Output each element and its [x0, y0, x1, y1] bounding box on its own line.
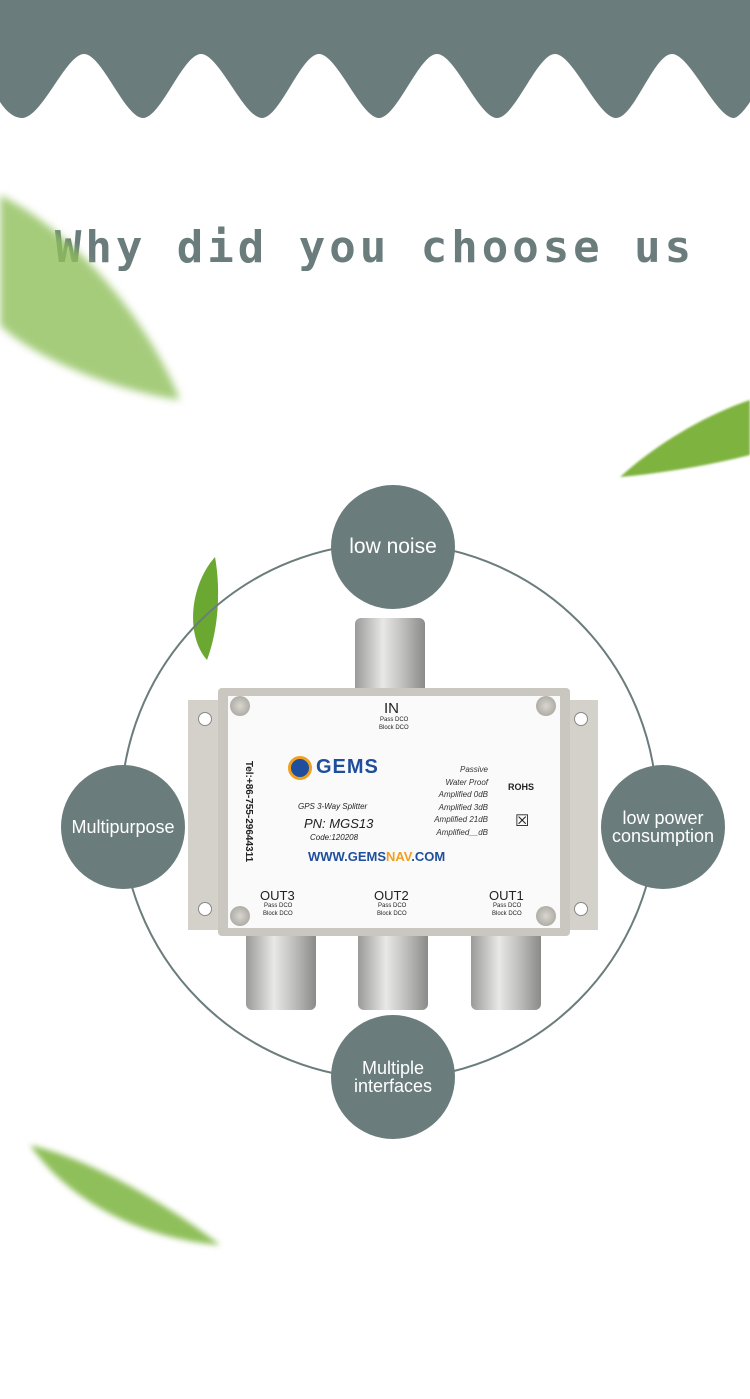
option: Passive [459, 765, 488, 774]
port-out1: OUT1 [489, 888, 524, 903]
tel: Tel:+86-755-29644311 [243, 760, 255, 863]
port-in: IN [384, 700, 399, 717]
product-image: IN Pass DCO Block DCO Tel:+86-755-296443… [188, 600, 598, 1020]
brand-logo-icon [288, 756, 312, 780]
port-note: Pass DCO [378, 903, 407, 909]
option: Amplified 21dB [434, 815, 488, 824]
port-note: Pass DCO [380, 717, 409, 723]
part-number: PN: MGS13 [304, 816, 374, 831]
screw-icon [230, 906, 250, 926]
brand: GEMS [316, 756, 379, 778]
url-part: NAV [386, 849, 412, 864]
page-title: Why did you choose us [54, 222, 696, 273]
model: GPS 3-Way Splitter [298, 802, 368, 811]
option: Amplified 3dB [438, 802, 488, 812]
screw-icon [230, 696, 250, 716]
port-out3: OUT3 [260, 888, 295, 903]
leaf-decoration [620, 400, 750, 477]
code: Code:120208 [310, 833, 359, 842]
url-part: .COM [411, 849, 446, 864]
port-note: Block DCO [492, 911, 522, 917]
port-note: Block DCO [263, 911, 293, 917]
wave-header [0, 0, 750, 118]
option: Water Proof [445, 777, 488, 787]
feature-multiple-interfaces: Multiple interfaces [331, 1015, 455, 1139]
feature-multipurpose: Multipurpose [61, 765, 185, 889]
leaf-decoration [30, 1145, 220, 1245]
product-label: IN Pass DCO Block DCO Tel:+86-755-296443… [228, 696, 560, 928]
website: WWW.GEMSNAV.COM [308, 849, 445, 864]
feature-low-power: low power consumption [601, 765, 725, 889]
port-note: Block DCO [377, 911, 407, 917]
recycle-bin-icon: ☒ [515, 813, 530, 830]
port-note: Block DCO [379, 725, 409, 731]
screw-icon [536, 906, 556, 926]
leaf-decoration [0, 195, 180, 400]
port-note: Pass DCO [264, 903, 293, 909]
port-note: Pass DCO [493, 903, 522, 909]
feature-low-noise: low noise [331, 485, 455, 609]
option: Amplified__dB [436, 827, 488, 837]
options-list: Passive Water Proof Amplified 0dB Amplif… [434, 764, 488, 839]
option: Amplified 0dB [438, 790, 488, 799]
url-part: WWW.GEMS [308, 849, 386, 864]
port-out2: OUT2 [374, 888, 409, 903]
screw-icon [536, 696, 556, 716]
rohs-mark: ROHS [508, 782, 535, 792]
